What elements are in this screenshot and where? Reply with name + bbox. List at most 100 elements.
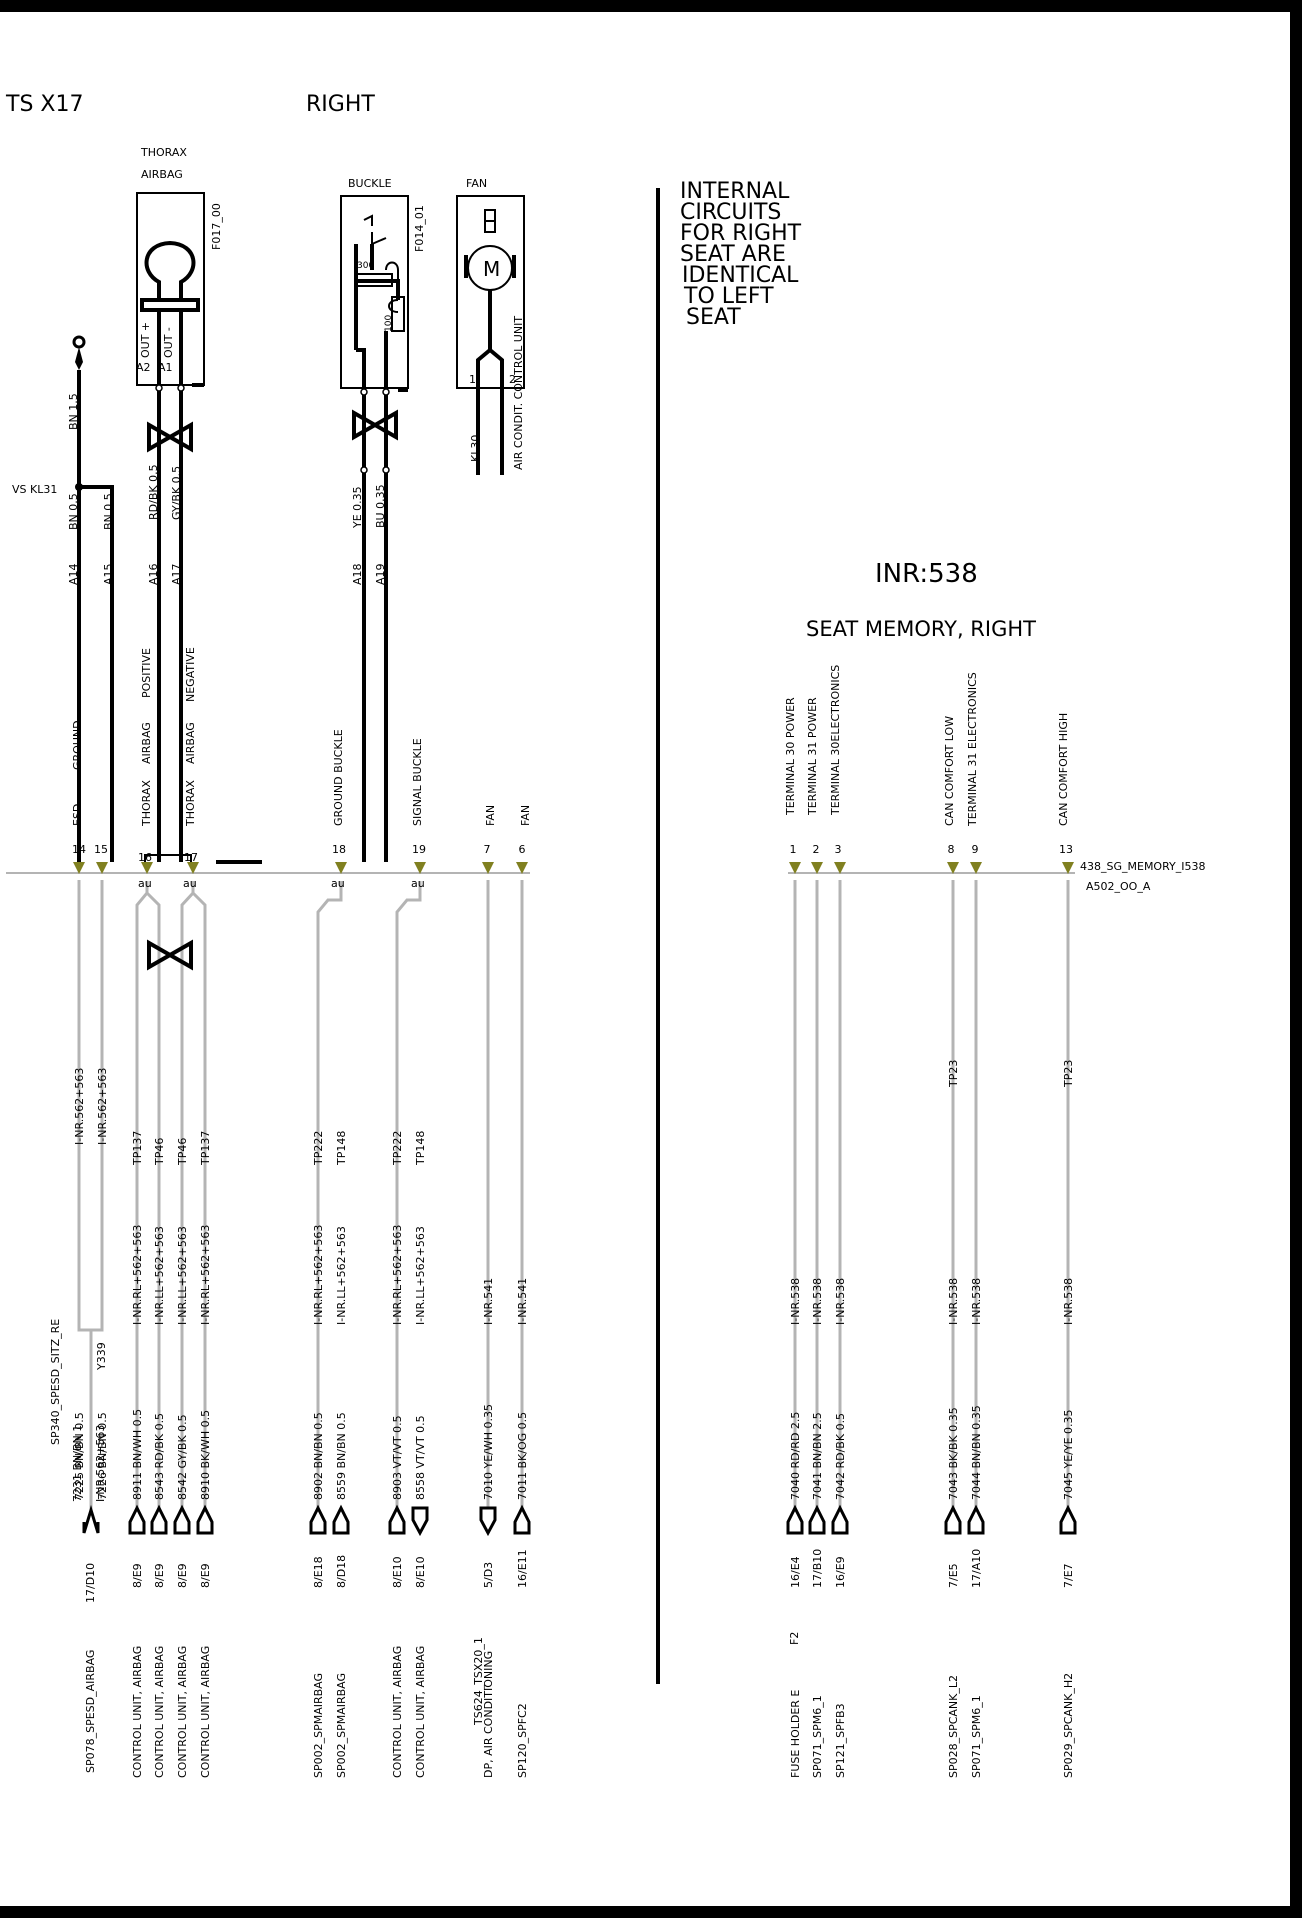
tp-label: TP137	[131, 1131, 144, 1166]
wire-code: 7011 BK/OG 0.5	[516, 1412, 529, 1500]
svg-text:A2: A2	[136, 361, 151, 374]
pin-function-label: TERMINAL 31 ELECTRONICS	[966, 672, 979, 827]
wire-code: 7041 BN/BN 2.5	[811, 1412, 824, 1500]
wire-code: 8902 BN/BN 0.5	[312, 1412, 325, 1500]
ground-eyelet-icon	[72, 335, 86, 349]
svg-text:A1: A1	[158, 361, 173, 374]
svg-text:TS624_TSX20_1: TS624_TSX20_1	[472, 1637, 485, 1726]
svg-text:SP340_SPESD_SITZ_RE: SP340_SPESD_SITZ_RE	[49, 1319, 62, 1445]
pin-number: 16	[138, 851, 152, 864]
destination-label: CONTROL UNIT, AIRBAG	[391, 1646, 404, 1778]
wire-code: 8903 VT/VT 0.5	[391, 1415, 404, 1500]
svg-text:M: M	[483, 257, 500, 281]
function-labels: ESDGROUNDTHORAXAIRBAGPOSITIVETHORAXAIRBA…	[71, 647, 1070, 827]
seat-wire-label: RD/BK 0.5	[147, 464, 160, 520]
seat-wire-label: BN 1.5	[67, 393, 80, 430]
page-ref: 7/E5	[947, 1563, 960, 1588]
inr-label: I-NR.541	[516, 1278, 529, 1325]
pin-marker	[970, 862, 982, 874]
destination-label: FUSE HOLDER E	[789, 1690, 802, 1778]
page-ref: 16/E11	[516, 1549, 529, 1588]
au-label: au	[138, 877, 152, 890]
pin-number: 18	[332, 843, 346, 856]
destination-label: CONTROL UNIT, AIRBAG	[176, 1646, 189, 1778]
pin-function-label: ESD	[71, 804, 84, 826]
inr-label: INR:538	[875, 559, 978, 589]
wire-code: 8558 VT/VT 0.5	[414, 1415, 427, 1500]
inr-label: I-NR.LL+562+563	[153, 1226, 166, 1325]
tp-label: TP23	[947, 1060, 960, 1088]
pin-number: 15	[94, 843, 108, 856]
destination-label: SP002_SPMAIRBAG	[312, 1673, 325, 1778]
destination-label: SP002_SPMAIRBAG	[335, 1673, 348, 1778]
pin-number: 8	[948, 843, 955, 856]
wire-code: 7045 YE/YE 0.35	[1062, 1409, 1075, 1500]
pin-function-label: GROUND	[71, 720, 84, 770]
pin-function-label: TERMINAL 30ELECTRONICS	[829, 665, 842, 816]
inr-label: I-NR.538	[970, 1278, 983, 1325]
wire-code: 7043 BK/BK 0.35	[947, 1407, 960, 1500]
svg-text:100: 100	[384, 315, 394, 332]
pin-function-label: FAN	[519, 805, 532, 826]
seat-wire-label: BN 0.5	[102, 493, 115, 530]
terminal-icon	[479, 1506, 497, 1537]
pin-marker	[335, 862, 347, 874]
terminal-icon	[786, 1504, 804, 1535]
tp-label: TP222	[312, 1131, 325, 1166]
svg-text:F014_01: F014_01	[413, 205, 426, 252]
wire-code: 8911 BN/WH 0.5	[131, 1409, 144, 1500]
seat-wire-label: BU 0.35	[374, 484, 387, 528]
au-label: au	[411, 877, 425, 890]
au-label: au	[183, 877, 197, 890]
seat-wire-label: A16	[147, 563, 160, 585]
module-title: SEAT MEMORY, RIGHT	[806, 617, 1036, 641]
splice-terminal-icon	[82, 1504, 100, 1534]
inr-label: I-NR.RL+562+563	[391, 1225, 404, 1325]
destination-label: CONTROL UNIT, AIRBAG	[131, 1646, 144, 1778]
terminal-icon	[309, 1504, 327, 1535]
pin-marker	[789, 862, 801, 874]
seat-wire-label: GY/BK 0.5	[170, 466, 183, 520]
seat-wire-label: A15	[102, 563, 115, 585]
page-ref: 8/E9	[153, 1563, 166, 1588]
destination-label: SP120_SPFC2	[516, 1703, 529, 1778]
pin-marker	[73, 862, 85, 874]
fan-component: FAN M 1 2 KL30 AIR CONDIT. CONTROL UNIT	[456, 177, 525, 475]
pin-function-label: TERMINAL 30 POWER	[784, 697, 797, 816]
destination-label: CONTROL UNIT, AIRBAG	[153, 1646, 166, 1778]
page-ref: 8/E10	[414, 1556, 427, 1588]
svg-text:FOR RIGHT: FOR RIGHT	[680, 221, 802, 246]
svg-text:300: 300	[357, 261, 374, 271]
svg-text:F017_00: F017_00	[210, 203, 223, 250]
pin-function-label: AIRBAG	[184, 722, 197, 764]
splice-labels: SP340_SPESD_SITZ_RE Y339 7231 BN/BN 1 I-…	[49, 1319, 801, 1773]
seat-wire-label: YE 0.35	[351, 486, 364, 529]
destination-label: DP, AIR CONDITIONING	[482, 1651, 495, 1778]
page-ref: 8/E9	[131, 1563, 144, 1588]
seat-wire-label: A19	[374, 563, 387, 585]
pin-number: 9	[972, 843, 979, 856]
frame-top	[0, 0, 1302, 12]
connector-code: A502_OO_A	[1086, 880, 1151, 893]
terminal-icon	[150, 1504, 168, 1535]
page-ref: 8/E10	[391, 1556, 404, 1588]
destination-label: SP028_SPCANK_L2	[947, 1675, 960, 1778]
inr-label: I-NR.538	[834, 1278, 847, 1325]
pin-number: 14	[72, 843, 86, 856]
seat-wire-label: A18	[351, 563, 364, 585]
pin-marker	[141, 862, 153, 874]
svg-text:1: 1	[469, 373, 476, 386]
svg-text:OUT +: OUT +	[139, 322, 152, 358]
svg-text:BUCKLE: BUCKLE	[348, 177, 392, 190]
pin-number: 2	[813, 843, 820, 856]
wire-code: 7010 YE/WH 0.35	[482, 1404, 495, 1500]
pin-marker	[947, 862, 959, 874]
pin-marker	[482, 862, 494, 874]
tp-label: TP137	[199, 1131, 212, 1166]
